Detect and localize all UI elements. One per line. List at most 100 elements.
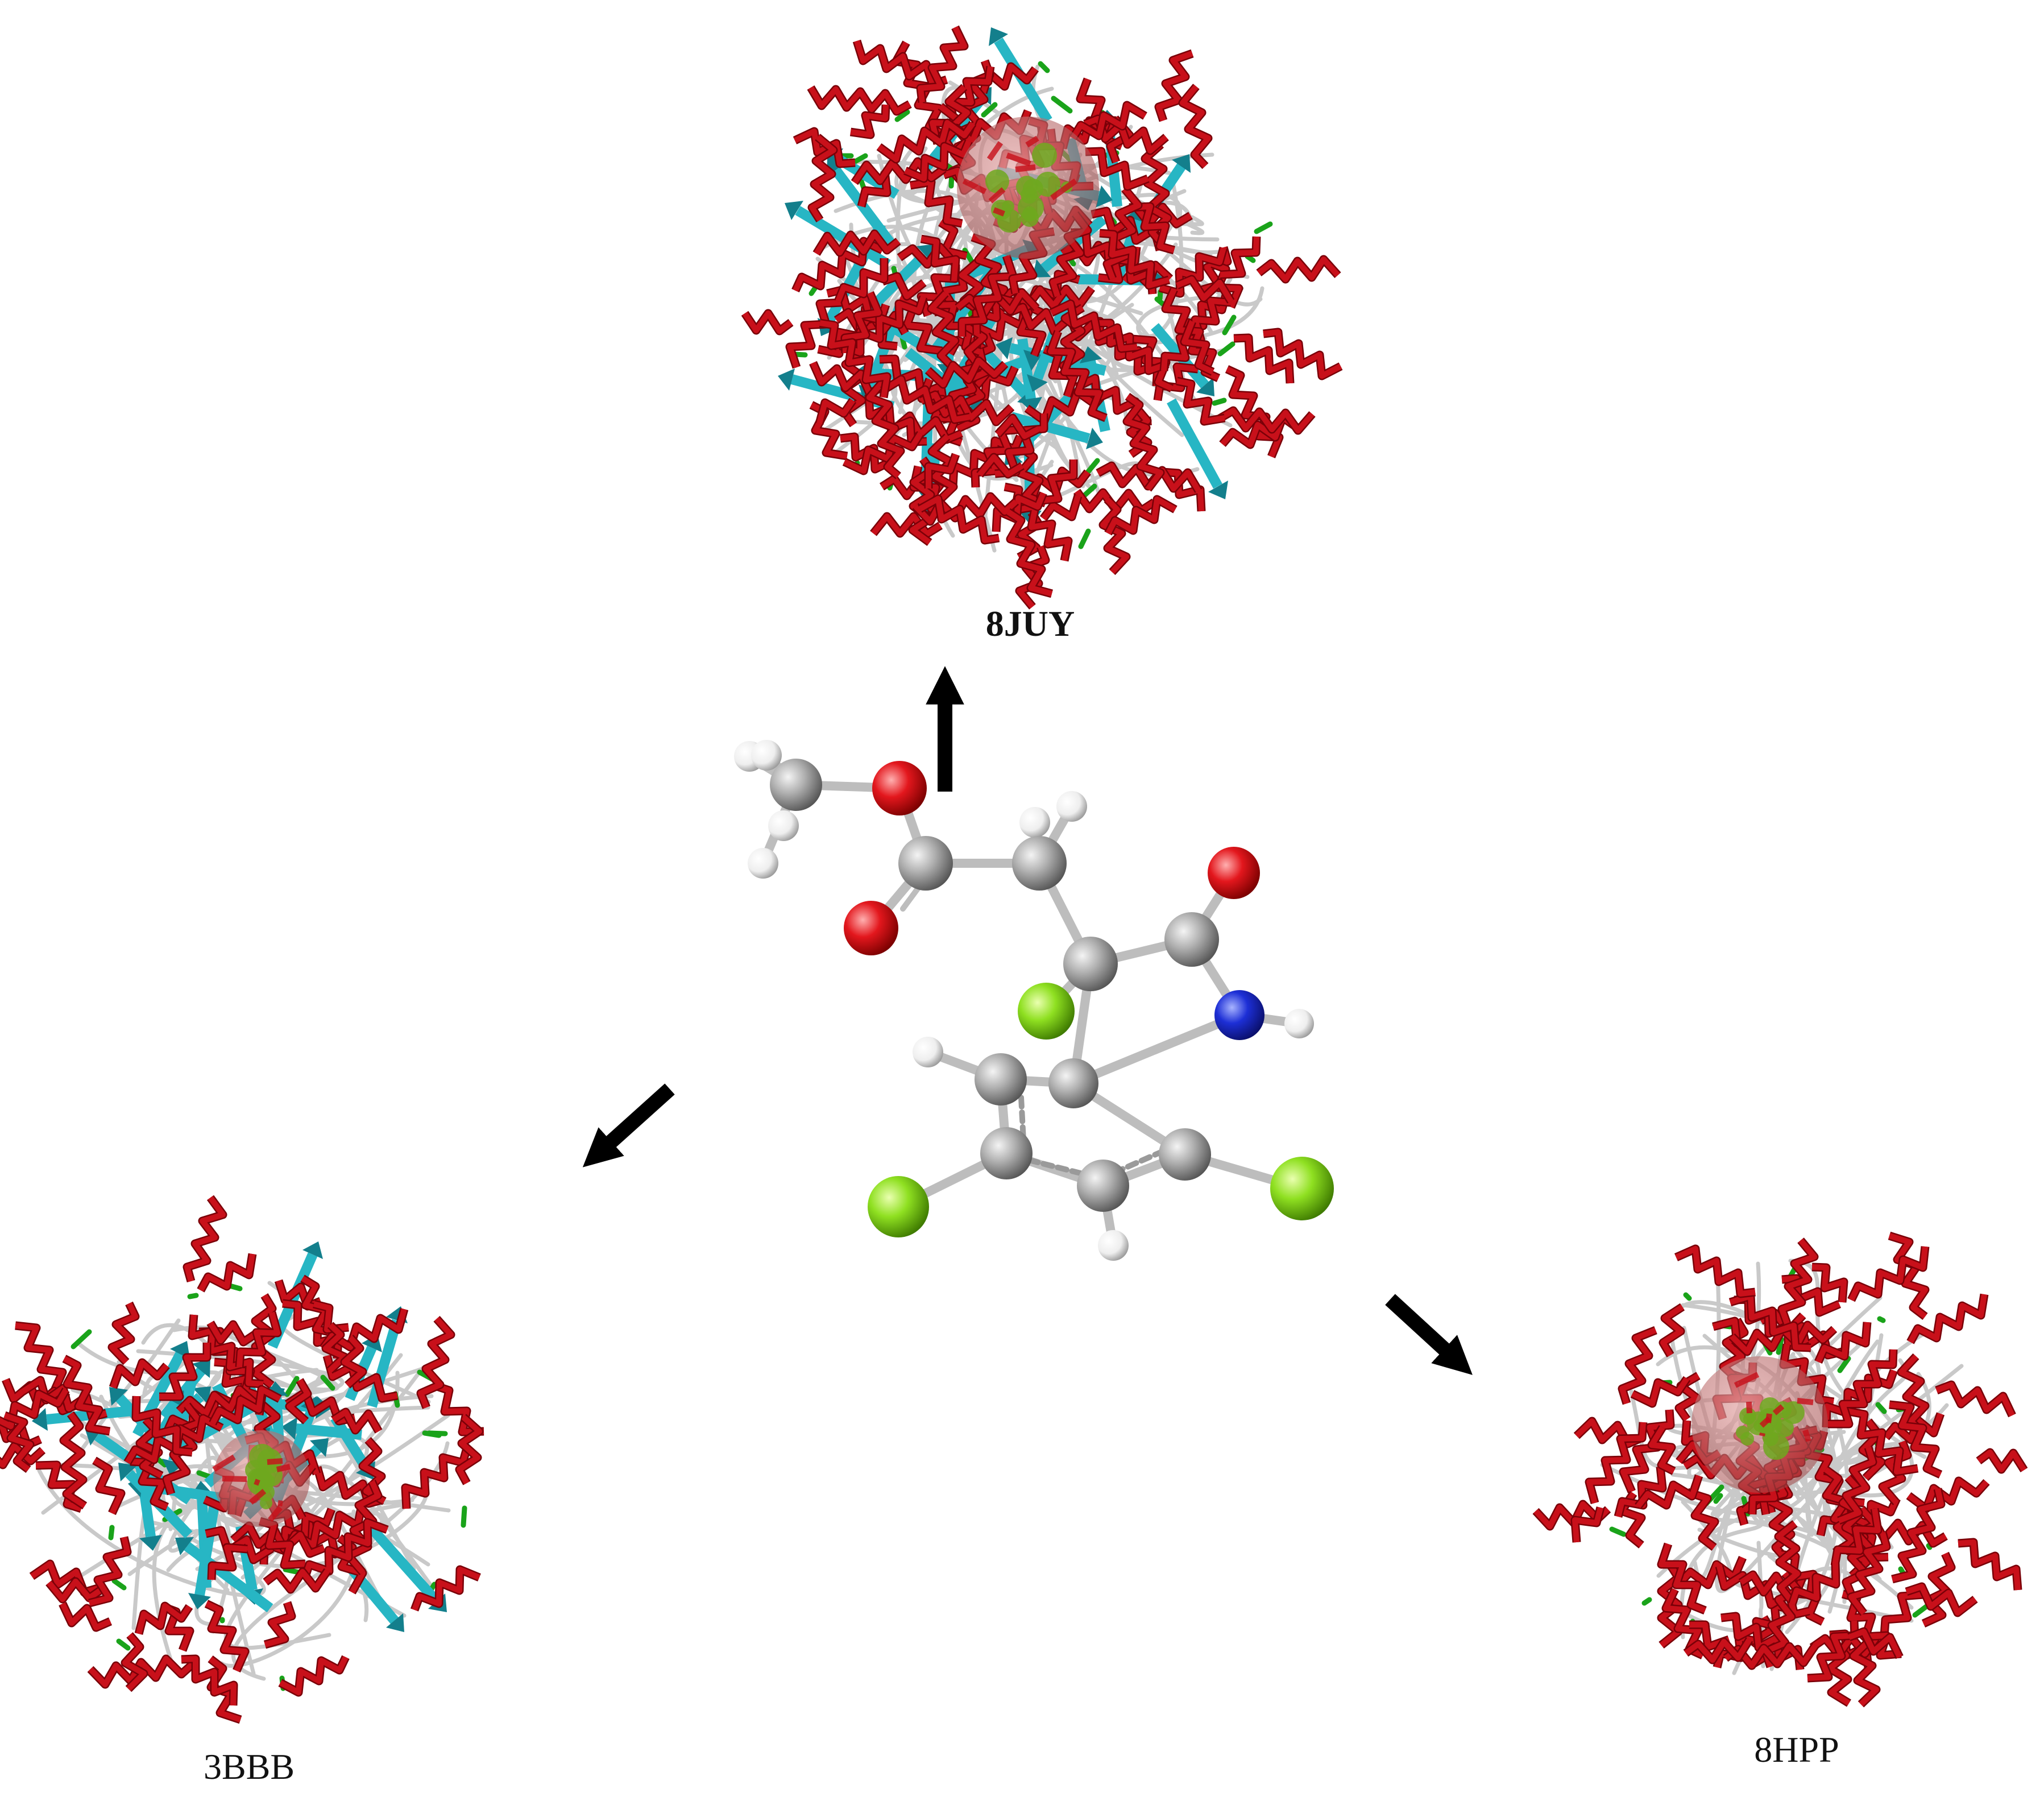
turn-segment [1222,314,1237,336]
beta-sheet-head [188,1593,211,1609]
turn-segment [1038,61,1050,73]
alpha-helix [839,296,926,355]
alpha-helix [60,1602,112,1630]
alpha-helix [1922,1552,1954,1626]
alpha-helix [1017,446,1047,506]
alpha-helix [808,86,911,114]
beta-sheet-head [193,1386,211,1405]
turn-segment [461,1505,467,1528]
alpha-helix [1958,1539,2021,1591]
alpha-helix [184,1196,226,1282]
alpha-helix [1898,1354,1928,1434]
turn-segment [71,1329,92,1349]
alpha-helix [816,399,856,425]
alpha-helix [0,1388,69,1429]
helix-over-sphere [277,1500,283,1506]
atom-c-c9 [1159,1128,1211,1181]
beta-sheet-head [310,1438,329,1457]
beta-sheet-head [989,27,1008,46]
helix-over-sphere [1797,1398,1814,1405]
alpha-helix [1729,1293,1811,1351]
alpha-helix [159,1343,210,1400]
turn-segment [1154,296,1166,307]
alpha-helix [1977,1450,2027,1472]
atom-cl-cl2 [868,1176,929,1237]
atom-c-c5 [1048,1058,1098,1108]
alpha-helix [854,40,948,87]
atom-c-c1 [898,836,953,891]
alpha-helix [1674,1246,1756,1297]
alpha-helix [1075,375,1152,425]
alpha-helix [231,1523,325,1556]
alpha-helix [1233,335,1293,384]
alpha-helix [993,492,1046,532]
alpha-helix [1572,1506,1603,1543]
alpha-helix [122,1633,147,1691]
atom-h-h8 [913,1037,943,1067]
alpha-helix [1776,1521,1800,1601]
helix-over-sphere [1802,1429,1811,1442]
alpha-helix [852,159,946,184]
alpha-helix [1085,148,1149,189]
alpha-helix [88,1656,195,1687]
alpha-helix [21,1377,107,1420]
alpha-helix [1104,187,1141,280]
alpha-helix [1935,1382,2015,1417]
alpha-helix [881,376,971,423]
turn-segment [1877,1316,1886,1323]
turn-segment [894,109,910,122]
beta-sheet-arrow [1017,338,1036,400]
atom-o-o3 [1208,847,1260,899]
alpha-helix [898,295,943,354]
alpha-helix [208,1321,257,1345]
helix-over-sphere [1025,135,1039,148]
alpha-helix [850,104,889,138]
alpha-helix [930,66,993,145]
alpha-helix [412,1567,480,1611]
alpha-helix [1257,256,1340,282]
alpha-helix [1100,497,1129,574]
turn-segment [1837,1356,1851,1373]
alpha-helix [1660,1304,1684,1357]
alpha-helix [1006,509,1053,597]
ligand-blob [1032,143,1057,168]
alpha-helix [136,1603,192,1635]
turn-segment [1683,1292,1692,1301]
alpha-helix [0,1443,45,1468]
beta-sheet-head [1086,428,1103,449]
helix-over-sphere [268,1505,283,1522]
alpha-helix [1905,1584,1977,1616]
alpha-helix [133,1396,193,1455]
beta-sheet-head [139,1535,162,1551]
alpha-helix [939,220,968,259]
alpha-helix [996,415,1040,439]
alpha-helix [835,258,887,303]
alpha-helix [1070,102,1147,140]
helix-over-sphere [1006,152,1031,167]
alpha-helix [1888,1233,1928,1319]
alpha-helix [1574,1418,1644,1447]
alpha-helix [904,140,972,181]
alpha-helix [47,1579,104,1602]
beta-sheet-arrow [1167,398,1222,489]
alpha-helix [1848,1531,1889,1616]
alpha-helix [3,1413,33,1472]
turn-segment [1245,254,1256,263]
alpha-helix [88,1536,130,1606]
atom-c-c7 [980,1127,1033,1179]
alpha-helix-shadow [1958,1538,2022,1591]
alpha-helix [1781,1276,1840,1315]
turn-segment [1212,398,1227,406]
turn-segment [284,1376,300,1397]
alpha-helix [1218,408,1315,433]
atom-c-c4 [1164,912,1219,967]
arrow-down-left-icon [582,1083,675,1167]
beta-sheet-arrow [795,206,891,269]
atom-h-h9 [1098,1230,1129,1261]
atom-c-c8 [1077,1160,1129,1212]
double-bond-carbonyl [900,884,922,912]
alpha-helix [403,1447,470,1509]
alpha-helix [1620,1409,1673,1493]
alpha-helix [360,1438,386,1504]
alpha-helix [1586,1422,1646,1504]
